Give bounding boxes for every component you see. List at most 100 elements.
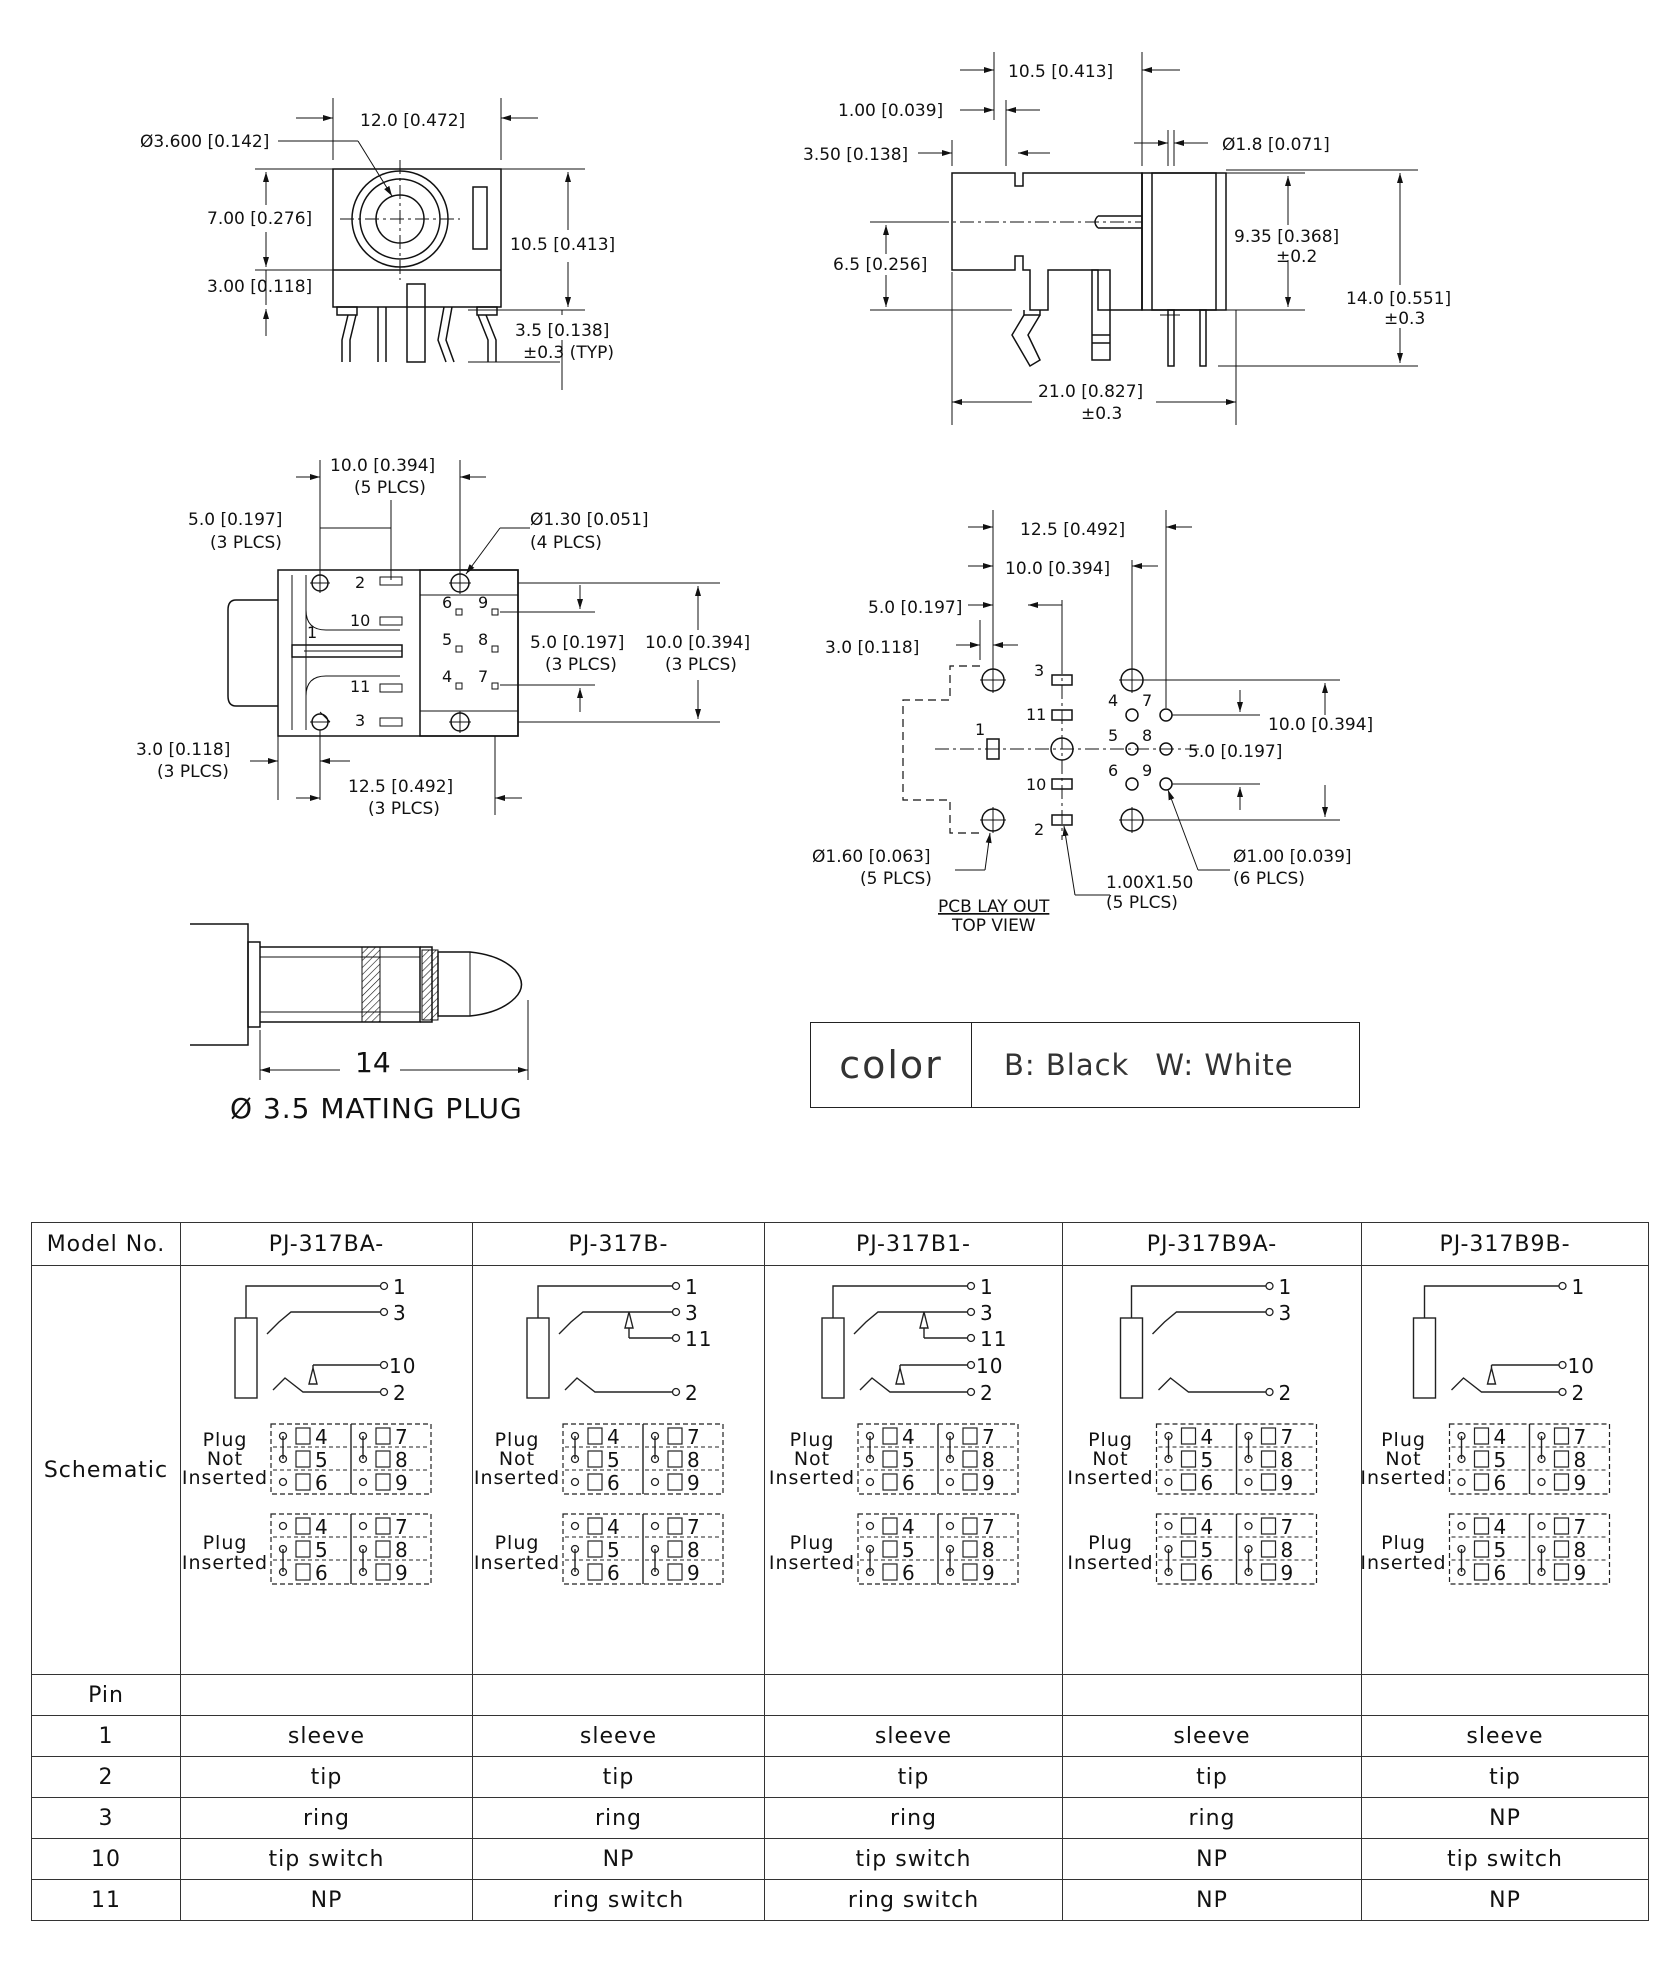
model-4: PJ-317B9B- bbox=[1361, 1222, 1649, 1266]
switch-number: 6 bbox=[902, 1471, 916, 1495]
top-pin-4: 4 bbox=[442, 667, 452, 686]
switch-number: 6 bbox=[607, 1561, 621, 1585]
pin-function: tip bbox=[180, 1756, 473, 1798]
pin-function: sleeve bbox=[472, 1715, 765, 1757]
schem-pin-3: 3 bbox=[1279, 1301, 1293, 1325]
top-pin-5: 5 bbox=[442, 630, 452, 649]
pin-function: NP bbox=[1361, 1797, 1649, 1839]
switch-number: 8 bbox=[1281, 1448, 1295, 1472]
side-dim-935: 9.35 [0.368] bbox=[1234, 227, 1339, 247]
switch-number: 4 bbox=[1494, 1425, 1508, 1449]
plug-not-inserted-label: Plug bbox=[495, 1429, 540, 1451]
mating-plug: 14 Ø 3.5 MATING PLUG bbox=[190, 923, 529, 1125]
front-dim-700: 7.00 [0.276] bbox=[207, 209, 312, 229]
switch-number: 9 bbox=[982, 1471, 996, 1495]
color-black: B: Black bbox=[1004, 1048, 1130, 1082]
pcb-layout-view: 3 11 1 10 2 4 7 5 8 6 9 12.5 [0.492] 10.… bbox=[812, 510, 1373, 936]
top-dim-100r: 10.0 [0.394] bbox=[645, 633, 750, 653]
top-dim-50r: 5.0 [0.197] bbox=[530, 633, 624, 653]
switch-number: 8 bbox=[687, 1538, 701, 1562]
pcb-pin-1: 1 bbox=[975, 720, 985, 739]
top-dim-dia130-note: (4 PLCS) bbox=[530, 533, 602, 553]
model-0: PJ-317BA- bbox=[180, 1222, 473, 1266]
top-pin-8: 8 bbox=[478, 630, 488, 649]
top-dim-100-note: (5 PLCS) bbox=[354, 478, 426, 498]
pin-header-row: Pin bbox=[31, 1674, 1649, 1716]
switch-number: 9 bbox=[1281, 1471, 1295, 1495]
schem-pin-2: 2 bbox=[685, 1381, 699, 1405]
pin-function: tip switch bbox=[180, 1838, 473, 1880]
pcb-title: PCB LAY OUT bbox=[938, 897, 1050, 917]
pin-function: ring bbox=[472, 1797, 765, 1839]
pin-function: NP bbox=[180, 1879, 473, 1921]
switch-number: 5 bbox=[1494, 1538, 1508, 1562]
pcb-pin-7: 7 bbox=[1142, 691, 1152, 710]
top-dim-125: 12.5 [0.492] bbox=[348, 777, 453, 797]
schem-pin-11: 11 bbox=[980, 1327, 1007, 1351]
plug-not-inserted-label: Plug bbox=[203, 1429, 248, 1451]
pin-function: NP bbox=[1062, 1838, 1362, 1880]
plug-not-inserted-label: Inserted bbox=[769, 1467, 855, 1489]
schem-pin-10: 10 bbox=[1568, 1354, 1595, 1378]
pin-function: ring switch bbox=[472, 1879, 765, 1921]
plug-inserted-label: Plug bbox=[203, 1532, 248, 1554]
pin-function: NP bbox=[1062, 1879, 1362, 1921]
pcb-pin-11: 11 bbox=[1026, 705, 1046, 724]
color-legend: color B: Black W: White bbox=[810, 1022, 1360, 1108]
top-dim-50: 5.0 [0.197] bbox=[188, 510, 282, 530]
switch-number: 4 bbox=[315, 1425, 329, 1449]
switch-number: 6 bbox=[1494, 1561, 1508, 1585]
switch-number: 4 bbox=[607, 1425, 621, 1449]
pcb-dim-slot-note: (5 PLCS) bbox=[1106, 893, 1178, 913]
pcb-subtitle: TOP VIEW bbox=[951, 916, 1036, 936]
switch-number: 5 bbox=[607, 1448, 621, 1472]
side-dim-140: 14.0 [0.551] bbox=[1346, 289, 1451, 309]
switch-number: 7 bbox=[1281, 1425, 1295, 1449]
switch-number: 8 bbox=[395, 1538, 409, 1562]
pcb-dim-100r: 10.0 [0.394] bbox=[1268, 715, 1373, 735]
front-dim-width: 12.0 [0.472] bbox=[360, 111, 465, 131]
spec-table: Model No. PJ-317BA- PJ-317B- PJ-317B1- P… bbox=[31, 1222, 1649, 1921]
switch-number: 4 bbox=[902, 1425, 916, 1449]
schematic-label: Schematic bbox=[31, 1265, 181, 1675]
color-label: color bbox=[811, 1023, 972, 1107]
pcb-dim-30: 3.0 [0.118] bbox=[825, 638, 919, 658]
plug-not-inserted-label: Not bbox=[1092, 1448, 1128, 1470]
switch-number: 5 bbox=[315, 1538, 329, 1562]
model-label: Model No. bbox=[31, 1222, 181, 1266]
pin-function: tip switch bbox=[764, 1838, 1063, 1880]
mechanical-drawing: 12.0 [0.472] Ø3.600 [0.142] 7.00 [0.276]… bbox=[136, 52, 1451, 1125]
top-pin-1: 1 bbox=[307, 623, 317, 642]
side-dim-350: 3.50 [0.138] bbox=[803, 145, 908, 165]
schem-pin-2: 2 bbox=[393, 1381, 407, 1405]
switch-number: 7 bbox=[1281, 1515, 1295, 1539]
pcb-pin-10: 10 bbox=[1026, 775, 1046, 794]
switch-number: 5 bbox=[315, 1448, 329, 1472]
plug-not-inserted-label: Inserted bbox=[474, 1467, 560, 1489]
front-dim-dia: Ø3.600 [0.142] bbox=[140, 132, 269, 152]
switch-number: 5 bbox=[1201, 1538, 1215, 1562]
plug-not-inserted-label: Plug bbox=[1088, 1429, 1133, 1451]
pin-function: sleeve bbox=[764, 1715, 1063, 1757]
switch-number: 5 bbox=[902, 1448, 916, 1472]
schem-pin-3: 3 bbox=[393, 1301, 407, 1325]
side-dim-105: 10.5 [0.413] bbox=[1008, 62, 1113, 82]
switch-number: 8 bbox=[982, 1448, 996, 1472]
plug-not-inserted-label: Inserted bbox=[182, 1467, 268, 1489]
side-dim-65: 6.5 [0.256] bbox=[833, 255, 927, 275]
schem-pin-3: 3 bbox=[685, 1301, 699, 1325]
switch-number: 6 bbox=[902, 1561, 916, 1585]
switch-number: 4 bbox=[607, 1515, 621, 1539]
pin-number: 11 bbox=[31, 1879, 181, 1921]
pin-function: sleeve bbox=[1361, 1715, 1649, 1757]
pin-function: tip bbox=[1361, 1756, 1649, 1798]
front-dim-pin-tol: ±0.3 (TYP) bbox=[523, 343, 614, 363]
switch-number: 7 bbox=[395, 1425, 409, 1449]
